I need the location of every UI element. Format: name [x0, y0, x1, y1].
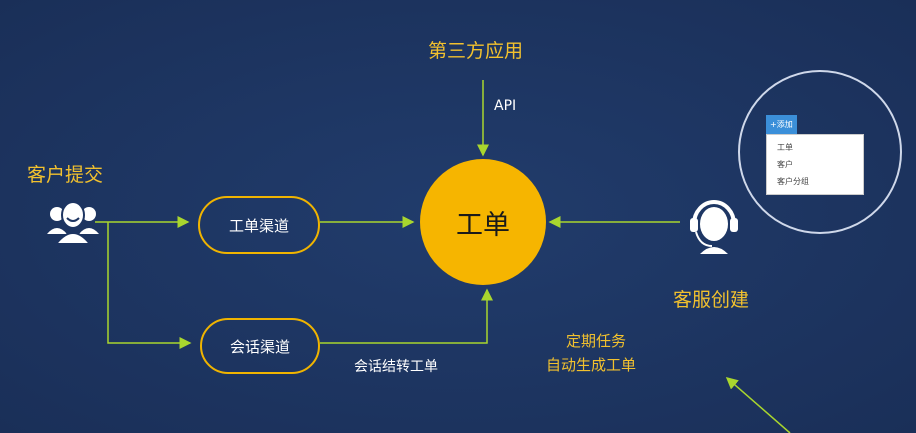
scheduled-task-line1: 定期任务 [566, 332, 627, 350]
arrow-customer-to-chat-channel [107, 222, 192, 349]
chat-convert-label: 会话结转工单 [354, 359, 438, 375]
scheduled-task-line2: 自动生成工单 [546, 356, 637, 374]
add-menu: +添加 工单 客户 客户分组 [766, 112, 864, 195]
customer-submit-label: 客户提交 [27, 164, 104, 186]
menu-item-customer[interactable]: 客户 [777, 160, 793, 169]
menu-item-ticket[interactable]: 工单 [777, 143, 793, 152]
agent-headset-icon [690, 200, 738, 254]
agent-create-label: 客服创建 [673, 289, 750, 311]
ticket-hub-node: 工单 [420, 159, 546, 285]
menu-item-customer-group[interactable]: 客户分组 [777, 177, 809, 186]
chat-channel-node: 会话渠道 [200, 318, 320, 374]
add-menu-list: 工单 客户 客户分组 [766, 134, 864, 195]
third-party-app-label: 第三方应用 [428, 40, 524, 62]
api-label: API [494, 98, 517, 114]
arrow-scheduled-to-hub [725, 377, 791, 433]
add-button[interactable]: +添加 [766, 115, 797, 134]
arrow-chat-to-hub [320, 288, 493, 344]
customers-icon [47, 201, 99, 245]
zoom-callout-circle [738, 70, 902, 234]
ticket-channel-node: 工单渠道 [198, 196, 320, 254]
